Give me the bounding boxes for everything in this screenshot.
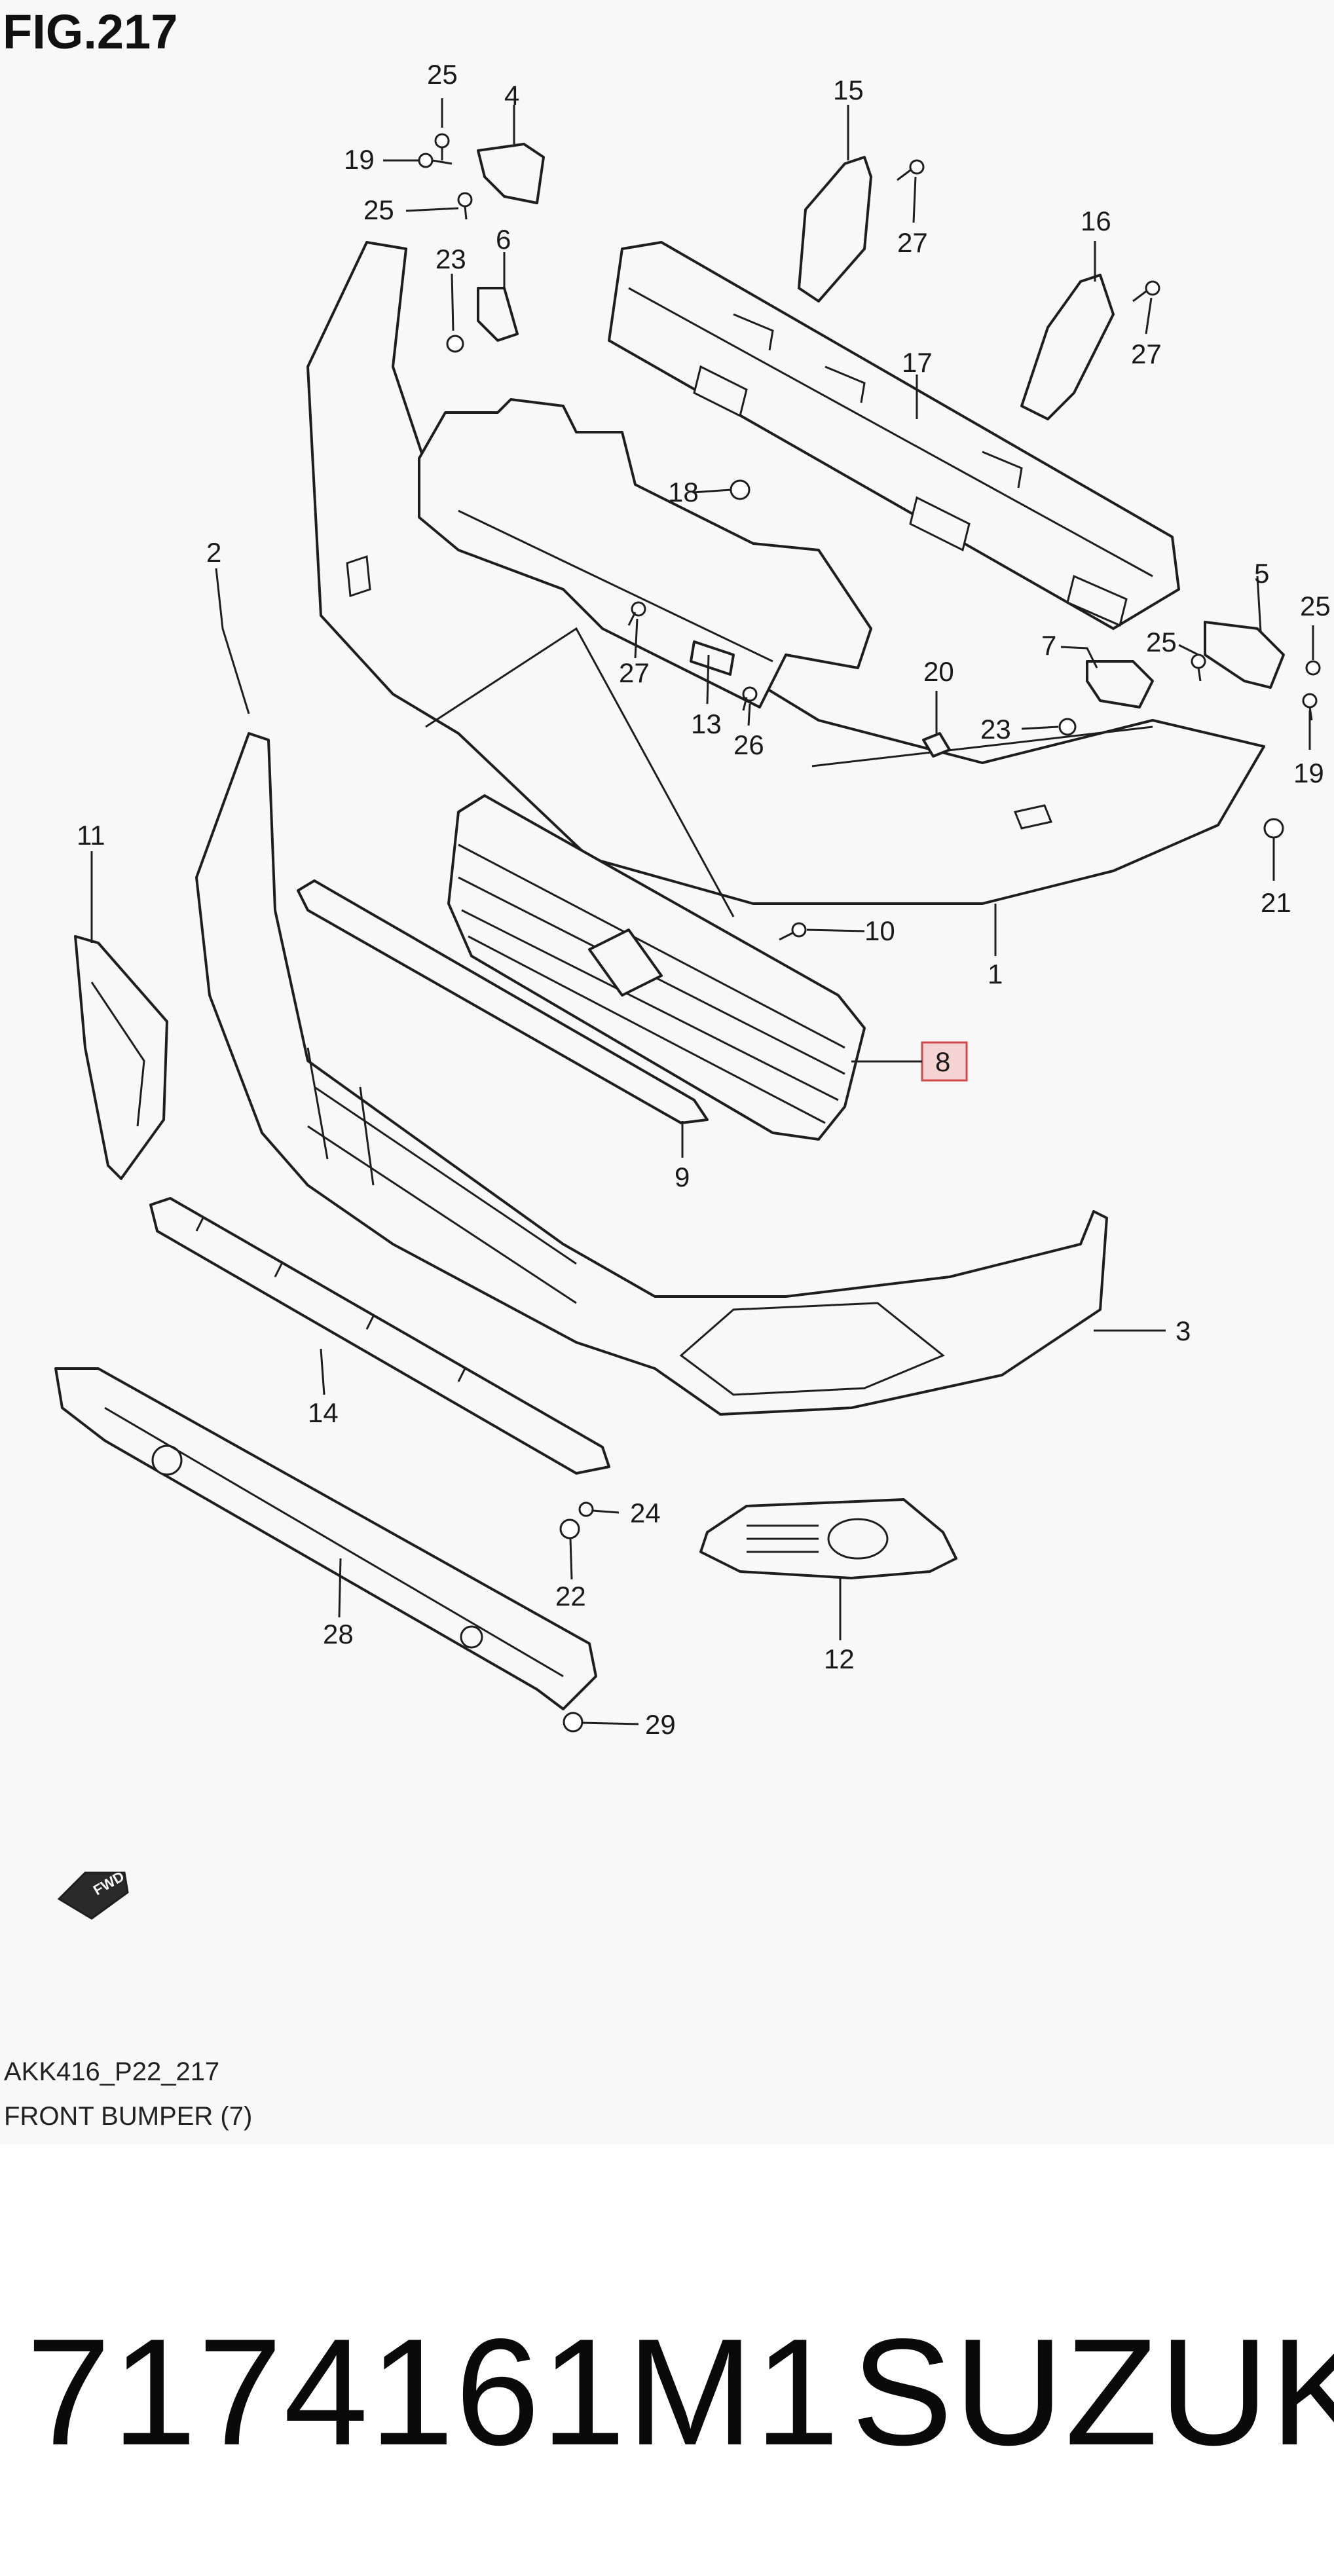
fastener-27-right: [1145, 280, 1160, 296]
part-13-clip: [690, 640, 735, 676]
callout-26: 26: [733, 729, 764, 760]
diagram-code: AKK416_P22_217: [4, 2057, 220, 2086]
callout-17: 17: [902, 347, 933, 378]
callout-19: 19: [344, 144, 375, 175]
callout-27: 27: [1131, 339, 1162, 369]
callout-2: 2: [206, 537, 221, 568]
part-5-holder: [1204, 621, 1285, 689]
callout-10: 10: [864, 915, 895, 946]
fastener-25-far: [1305, 660, 1321, 676]
leader-lines: [90, 98, 1314, 1725]
callout-13: 13: [691, 708, 722, 739]
part-16-side-bracket: [1020, 274, 1115, 420]
part-28-lower-stiffener: [54, 1367, 597, 1710]
callout-12: 12: [824, 1644, 855, 1674]
callout-16: 16: [1081, 206, 1111, 236]
part-6-holder: [477, 287, 519, 342]
part-15-side-bracket: [798, 156, 872, 303]
part-12-fog-lamp-bezel: [699, 1498, 957, 1579]
fastener-27-top: [909, 159, 925, 175]
fasteners: [418, 133, 1321, 1733]
callout-labels: 25 4 19 25 23 6 15 27 16 27 17 18 2 27 1…: [77, 59, 1331, 1740]
fastener-24: [578, 1501, 594, 1517]
callout-29: 29: [645, 1709, 676, 1740]
callout-20: 20: [923, 656, 954, 687]
callout-23: 23: [435, 244, 466, 274]
brand-name: SUZUKI: [851, 2308, 1334, 2477]
part-17-reinforcement-beam: [608, 241, 1180, 630]
callout-25: 25: [1146, 627, 1177, 657]
callout-22: 22: [555, 1581, 586, 1611]
callout-28: 28: [323, 1619, 354, 1649]
part-11-side-bracket: [74, 935, 168, 1180]
part-8-front-grille: [447, 794, 866, 1141]
part-1-upper-bumper-cover: [306, 241, 1265, 905]
callout-23: 23: [980, 714, 1011, 745]
callout-14: 14: [308, 1397, 339, 1428]
fastener-25-top: [434, 133, 450, 149]
callout-19: 19: [1293, 758, 1324, 788]
forward-direction-arrow: FWD: [57, 1868, 129, 1920]
fastener-21: [1263, 818, 1284, 839]
callout-8: 8: [935, 1046, 950, 1077]
callout-25: 25: [363, 194, 394, 225]
callout-21: 21: [1261, 887, 1291, 918]
part-14-lower-absorber: [149, 1197, 610, 1475]
diagram-name: FRONT BUMPER (7): [4, 2102, 253, 2131]
fastener-19-top: [418, 153, 434, 168]
figure-title: FIG.217: [3, 5, 178, 59]
fastener-18: [730, 479, 750, 500]
fastener-25-right: [1191, 653, 1206, 669]
callout-7: 7: [1041, 630, 1056, 661]
callout-27: 27: [619, 657, 650, 688]
part-4-holder: [477, 143, 545, 204]
callout-25: 25: [1300, 591, 1331, 621]
fastener-23-top: [446, 335, 464, 353]
callout-25: 25: [427, 59, 458, 90]
callout-9: 9: [675, 1162, 690, 1192]
fastener-25-mid: [457, 192, 473, 208]
callout-15: 15: [833, 75, 864, 105]
fastener-29: [563, 1712, 584, 1733]
callout-24: 24: [630, 1498, 661, 1528]
callout-3: 3: [1176, 1316, 1191, 1346]
callout-27: 27: [897, 227, 928, 258]
callout-1: 1: [988, 959, 1003, 989]
part-20-nut: [922, 732, 951, 758]
part-9-grille-molding: [297, 879, 709, 1124]
part-7-holder: [1086, 660, 1154, 708]
callout-4: 4: [504, 80, 519, 111]
fastener-22: [559, 1518, 580, 1539]
fastener-19-right: [1302, 693, 1318, 708]
callout-18: 18: [668, 477, 699, 507]
grille-frame-structure: [418, 398, 872, 917]
part-3-lower-bumper-cover: [195, 732, 1108, 1416]
callout-5: 5: [1254, 558, 1269, 589]
callout-6: 6: [496, 224, 511, 255]
exploded-view-diagram: FWD: [54, 59, 1331, 1920]
fastener-23-right: [1058, 718, 1077, 736]
part-number: 7174161M1: [26, 2308, 841, 2477]
callout-11: 11: [77, 820, 105, 851]
fastener-10: [791, 922, 807, 938]
